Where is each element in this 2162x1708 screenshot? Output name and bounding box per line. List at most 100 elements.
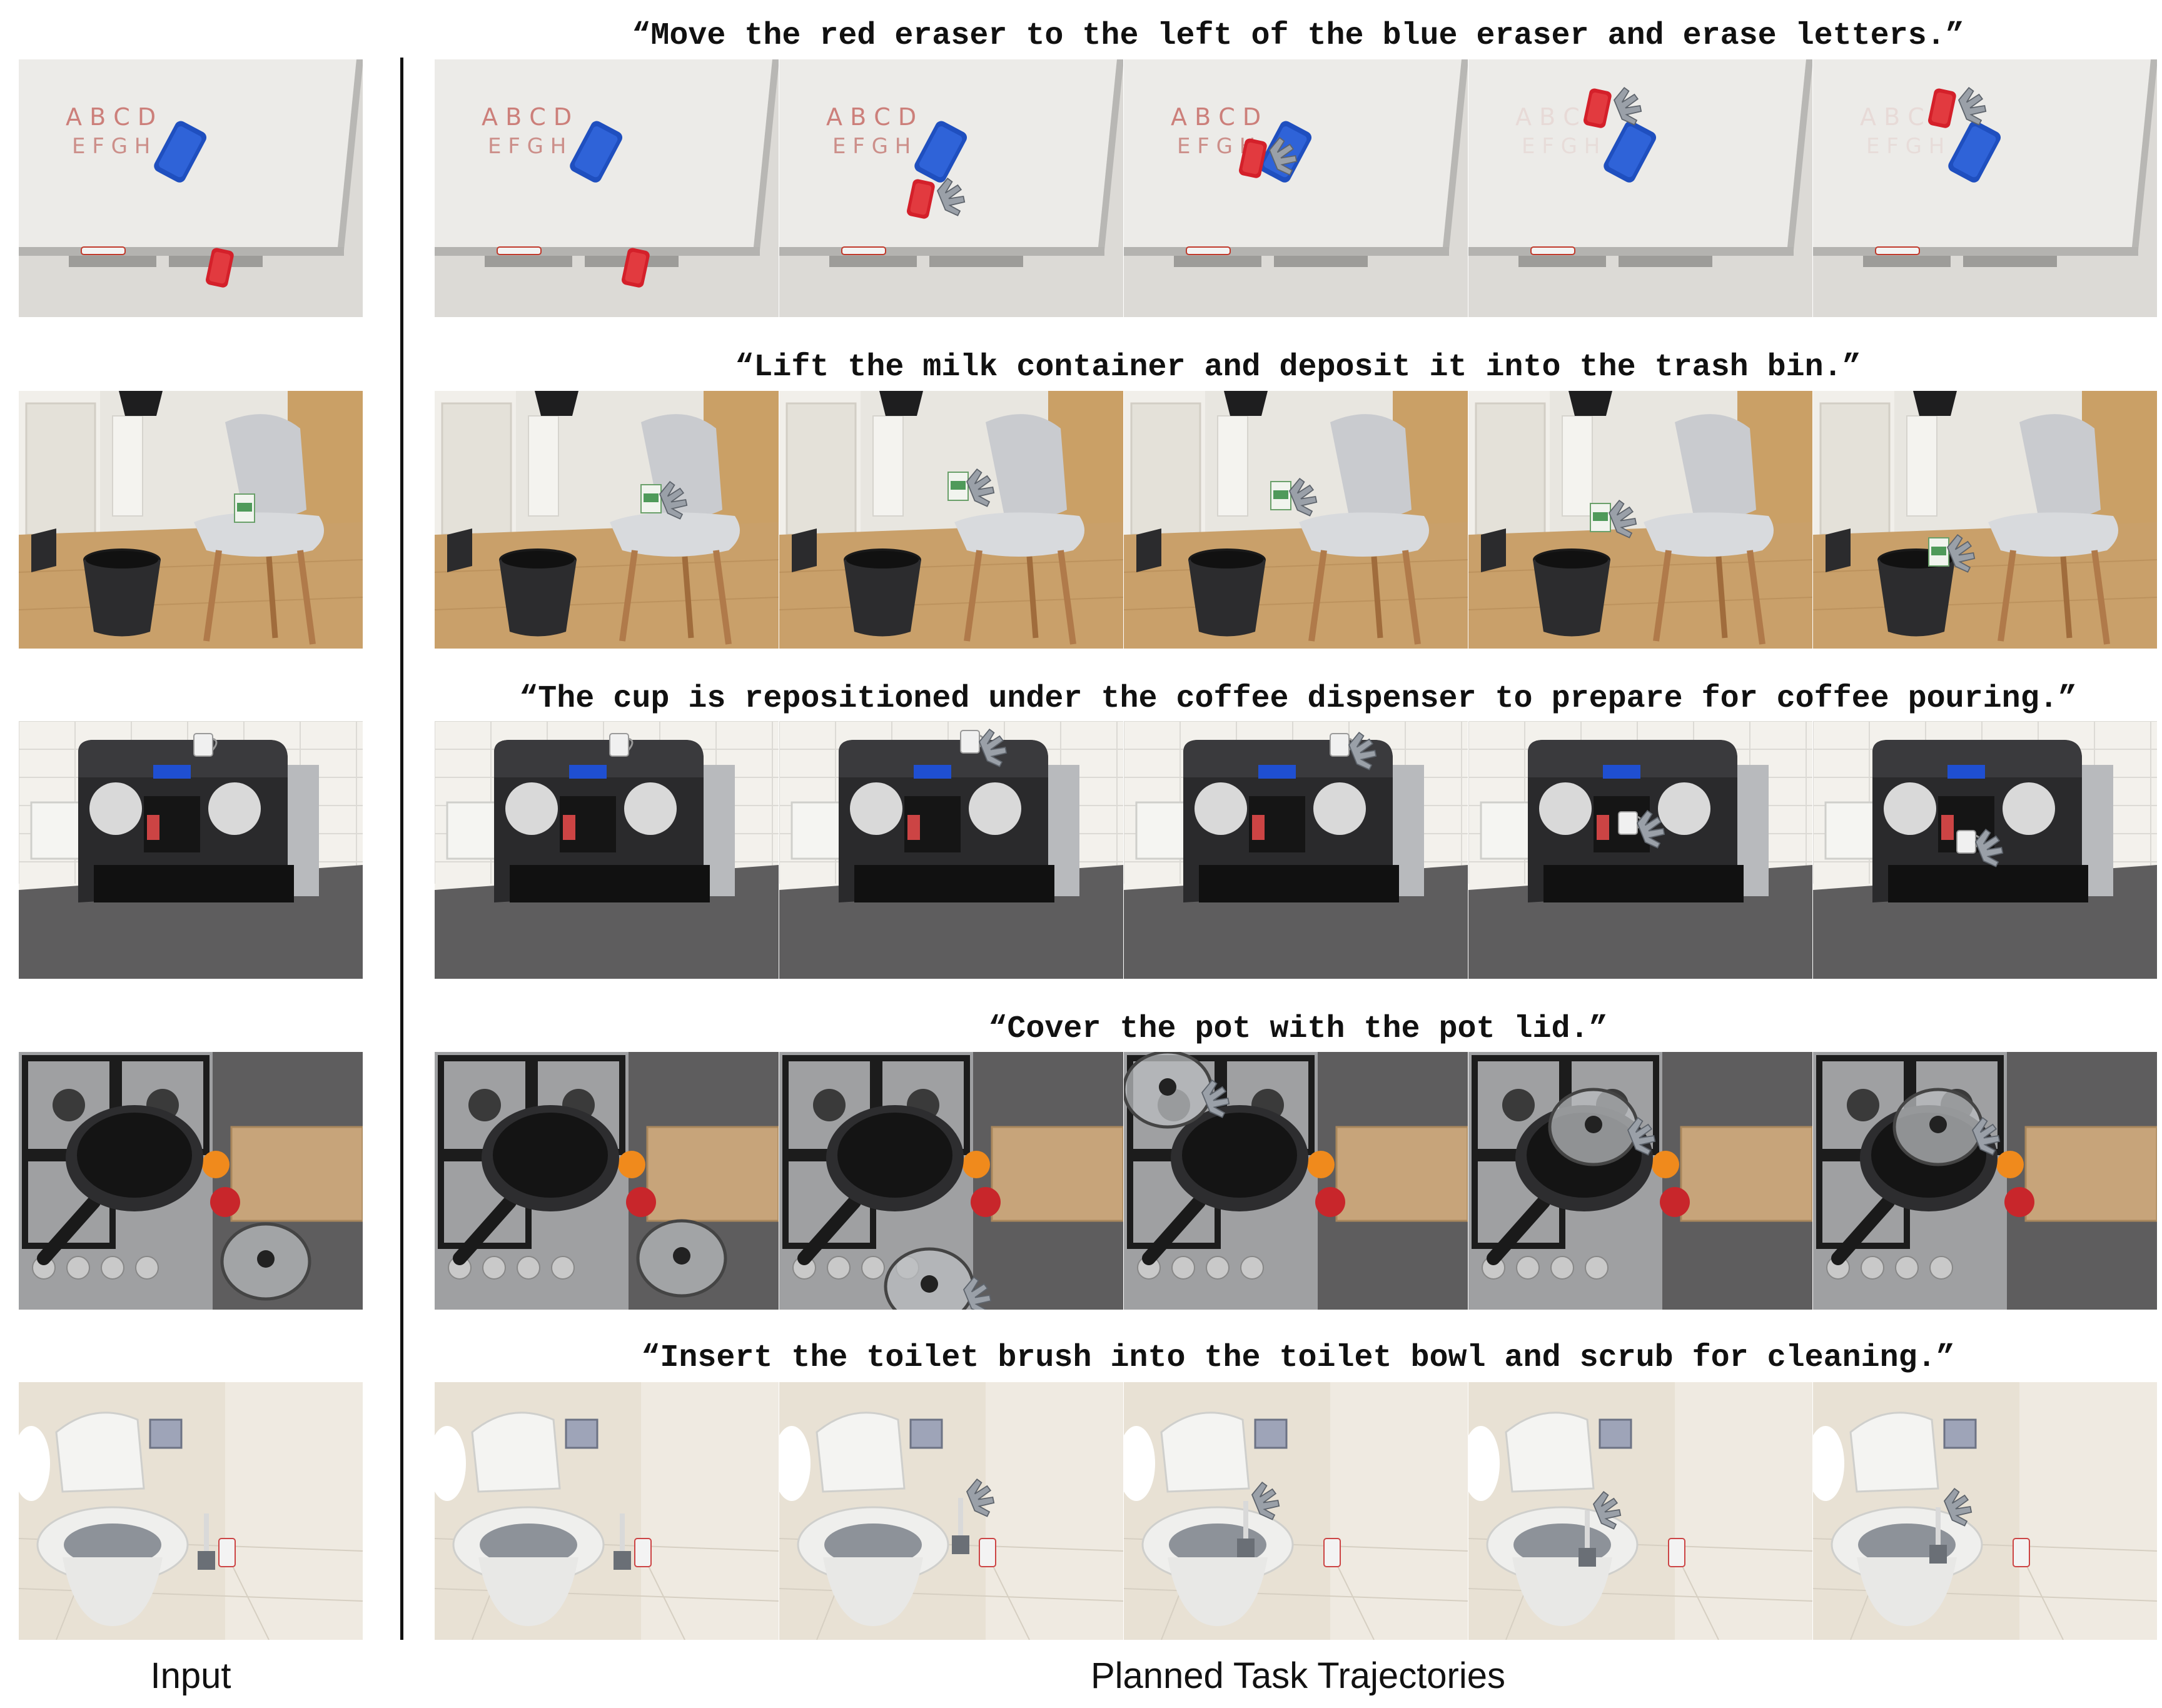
cooking-pot xyxy=(37,1105,203,1265)
milk-carton xyxy=(1270,481,1291,510)
instruction-caption-toilet: “Insert the toilet brush into the toilet… xyxy=(641,1340,1955,1376)
instruction-caption-coffee: “The cup is repositioned under the coffe… xyxy=(519,681,2077,717)
robot-hand-icon xyxy=(1348,731,1377,771)
board-letters-bottom: E F G H xyxy=(832,134,911,159)
trajectory-frame-toilet-3 xyxy=(1124,1382,1468,1640)
milk-carton xyxy=(234,493,255,523)
trajectory-frame-milk-4 xyxy=(1468,391,1812,649)
robot-hand-icon xyxy=(936,177,966,216)
cooking-pot xyxy=(453,1105,619,1265)
trash-bin xyxy=(83,548,161,637)
trajectory-frame-whiteboard-1: A B C D E F G H xyxy=(435,59,779,317)
red-eraser xyxy=(1928,88,1956,128)
apple xyxy=(626,1187,656,1217)
trajectory-frame-whiteboard-3: A B C D E F G H xyxy=(1124,59,1468,317)
apple xyxy=(1660,1187,1690,1217)
pot-lid xyxy=(220,1222,311,1301)
milk-carton xyxy=(947,472,969,501)
apple xyxy=(210,1187,240,1217)
coffee-machine xyxy=(78,740,319,902)
instruction-caption-milk: “Lift the milk container and deposit it … xyxy=(735,350,1861,385)
toilet xyxy=(1141,1412,1294,1626)
trajectory-frame-coffee-5 xyxy=(1813,721,2157,979)
robot-hand-icon xyxy=(1971,1116,2001,1156)
coffee-cup xyxy=(193,733,218,757)
robot-hand-icon xyxy=(1268,136,1298,176)
board-letters-bottom: E F G H xyxy=(488,134,566,159)
toilet-paper-holder xyxy=(1254,1418,1288,1449)
robot-hand-icon xyxy=(1592,1490,1622,1530)
trajectory-frame-pot-1 xyxy=(435,1052,779,1310)
instruction-caption-pot: “Cover the pot with the pot lid.” xyxy=(988,1011,1608,1047)
orange xyxy=(618,1151,645,1178)
trajectory-frame-whiteboard-4: A B C D E F G H xyxy=(1468,59,1812,317)
toilet-paper-holder xyxy=(1599,1418,1632,1449)
robot-hand-icon xyxy=(962,1276,992,1310)
chair xyxy=(1644,414,1774,645)
trajectory-frame-coffee-3 xyxy=(1124,721,1468,979)
red-eraser xyxy=(907,179,935,219)
toilet-brush xyxy=(1237,1501,1255,1557)
toilet-brush xyxy=(952,1498,969,1554)
pot-lid xyxy=(1124,1052,1213,1129)
orange xyxy=(1307,1151,1335,1178)
trash-bin xyxy=(1533,548,1610,637)
apple xyxy=(2004,1187,2034,1217)
board-letters-bottom: E F G H xyxy=(72,134,150,159)
trajectory-frame-pot-3 xyxy=(1124,1052,1468,1310)
toilet xyxy=(452,1412,605,1626)
trajectory-frame-coffee-4 xyxy=(1468,721,1812,979)
robot-hand-icon xyxy=(966,1478,995,1517)
robot-hand-icon xyxy=(1943,1487,1973,1527)
robot-hand-icon xyxy=(1946,533,1976,573)
coffee-machine xyxy=(839,740,1079,902)
input-image-pot xyxy=(19,1052,363,1310)
chair xyxy=(194,414,324,645)
trajectory-frame-milk-5 xyxy=(1813,391,2157,649)
toilet-brush xyxy=(614,1513,631,1570)
robot-hand-icon xyxy=(1957,86,1987,126)
chair xyxy=(1299,414,1429,645)
trash-bin xyxy=(499,548,577,637)
red-eraser xyxy=(1584,88,1612,128)
apple xyxy=(971,1187,1001,1217)
cooking-pot xyxy=(797,1105,964,1265)
coffee-machine xyxy=(1872,740,2113,902)
robot-hand-icon xyxy=(1251,1481,1280,1520)
trajectory-frame-milk-3 xyxy=(1124,391,1468,649)
cooking-pot xyxy=(1142,1105,1308,1265)
robot-hand-icon xyxy=(1636,809,1665,849)
trajectory-frame-toilet-4 xyxy=(1468,1382,1812,1640)
milk-carton xyxy=(1928,537,1949,567)
board-letters-bottom: E F G H xyxy=(1522,134,1600,159)
board-letters-top: A B C D xyxy=(1171,103,1261,131)
instruction-caption-whiteboard: “Move the red eraser to the left of the … xyxy=(632,18,1964,54)
trajectory-frame-toilet-5 xyxy=(1813,1382,2157,1640)
blue-eraser xyxy=(914,121,967,183)
trajectory-frame-coffee-1 xyxy=(435,721,779,979)
input-image-coffee xyxy=(19,721,363,979)
orange xyxy=(962,1151,990,1178)
toilet-paper-holder xyxy=(149,1418,183,1449)
trajectory-frame-pot-5 xyxy=(1813,1052,2157,1310)
board-letters-top: A B C D xyxy=(826,103,916,131)
robot-hand-icon xyxy=(966,468,995,507)
trajectory-frame-toilet-2 xyxy=(779,1382,1123,1640)
blue-eraser xyxy=(1948,121,2001,183)
blue-eraser xyxy=(154,121,207,183)
apple xyxy=(1315,1187,1345,1217)
robot-hand-icon xyxy=(1627,1116,1656,1156)
pot-lid xyxy=(884,1247,975,1310)
blue-eraser xyxy=(1604,121,1657,183)
trajectory-frame-milk-1 xyxy=(435,391,779,649)
orange xyxy=(202,1151,230,1178)
board-letters-bottom: E F G H xyxy=(1866,134,1944,159)
trajectory-frame-whiteboard-5: A B C D E F G H xyxy=(1813,59,2157,317)
input-column-label: Input xyxy=(150,1655,231,1696)
robot-hand-icon xyxy=(1974,828,2004,867)
coffee-machine xyxy=(494,740,735,902)
toilet xyxy=(36,1412,189,1626)
toilet-brush xyxy=(1579,1510,1596,1567)
robot-hand-icon xyxy=(978,728,1008,767)
pot-lid xyxy=(1548,1088,1639,1166)
